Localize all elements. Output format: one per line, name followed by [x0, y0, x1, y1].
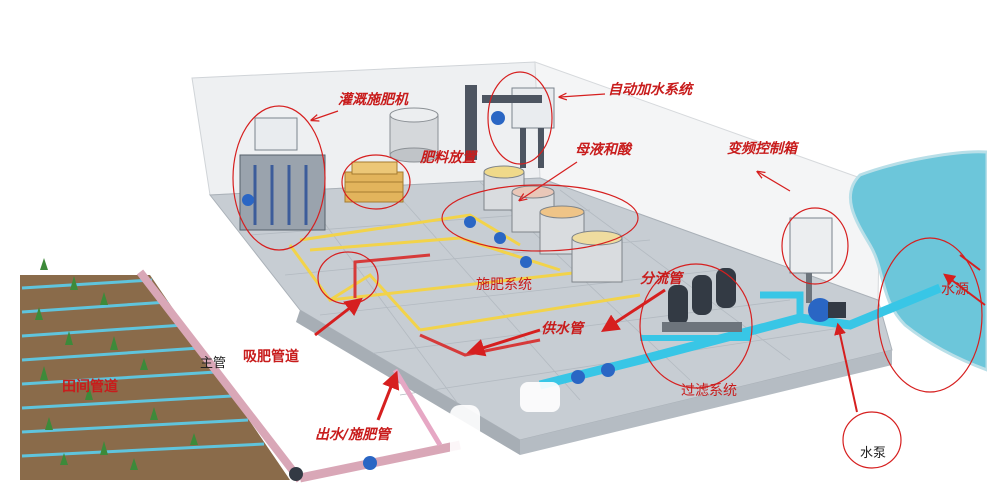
label-supply-pipe: 供水管	[541, 321, 583, 337]
field-laterals	[21, 278, 265, 458]
plant-icon	[35, 258, 198, 470]
fertigation-machine	[239, 117, 326, 231]
water-source-pool	[849, 150, 987, 372]
label-main-pipe: 主管	[200, 356, 227, 371]
label-manifold: 分流管	[640, 271, 682, 287]
label-field-pipe: 田间管道	[62, 379, 118, 395]
arrow-icon	[312, 94, 986, 421]
label-fertilization-system: 施肥系统	[476, 277, 532, 293]
outlet-pipe	[299, 440, 461, 483]
supply-valve-icon	[601, 363, 615, 377]
tank-icon	[389, 107, 439, 163]
label-water-source: 水源	[941, 282, 969, 298]
white-marks	[450, 382, 560, 465]
label-fertigation-machine: 灌溉施肥机	[338, 92, 408, 108]
main-valve-icon	[289, 467, 303, 481]
vfd-control-box	[789, 217, 833, 303]
label-mother-liquor-acid: 母液和酸	[575, 142, 631, 158]
pump-icon	[808, 298, 846, 322]
label-suction-pipe: 吸肥管道	[243, 349, 299, 365]
supply-valve-icon	[571, 370, 585, 384]
main-pipe	[136, 269, 304, 483]
label-outlet-pipe: 出水/施肥管	[315, 427, 391, 443]
annotation-circles	[232, 71, 983, 469]
fertilizer-bags	[344, 161, 404, 203]
outlet-riser	[392, 368, 443, 447]
auto-water-system	[465, 85, 555, 168]
filter-manifold	[640, 335, 750, 341]
riser-pipe	[760, 291, 804, 318]
floor-edge-right	[520, 350, 892, 455]
label-filter-system: 过滤系统	[681, 383, 737, 399]
outlet-valve-icon	[363, 456, 377, 470]
label-vfd-control-box: 变频控制箱	[727, 141, 797, 157]
label-fertilizer-storage: 肥料放置	[420, 150, 476, 166]
label-auto-water-system: 自动加水系统	[608, 82, 692, 98]
label-water-pump: 水泵	[860, 446, 887, 461]
